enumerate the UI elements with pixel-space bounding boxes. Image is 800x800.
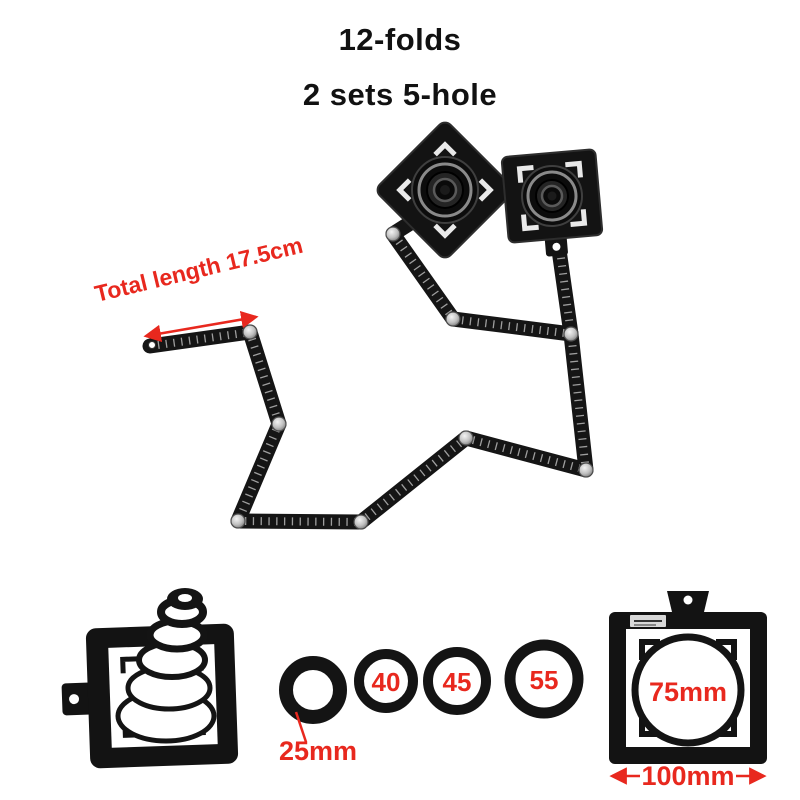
product-title-line1: 12-folds [338,22,462,57]
ruler-tick-marks [157,236,589,526]
folding-ruler [142,198,594,530]
ring-stack-plate [61,588,239,769]
corner-brackets [396,141,494,239]
plate-sticker [630,615,666,627]
ring-25-label: 25mm [279,736,357,766]
ring-55-label: 55 [530,665,559,695]
ring-40-label: 40 [372,667,401,697]
hole-template-plate-square [500,148,604,257]
ring-25-pointer [294,711,308,743]
ring-45-label: 45 [443,667,472,697]
product-title-line2: 2 sets 5-hole [302,77,498,112]
hole-template-plate-diamond [376,121,514,259]
total-length-label: Total length 17.5cm [92,232,305,307]
plate-width-dimension: 100mm [609,761,767,791]
total-length-annotation: Total length 17.5cm [92,232,305,343]
ruler-end-hole [148,341,156,349]
ring-55: 55 [504,639,584,719]
ring-25: 25mm [279,656,357,766]
plate-width-label: 100mm [641,761,734,791]
ring-40: 40 [354,649,418,713]
ring-75-label: 75mm [649,677,727,707]
product-title: 12-folds 2 sets 5-hole [0,24,800,110]
big-template-plate: 75mm [609,591,767,764]
ring-45: 45 [423,647,491,715]
corner-brackets [516,160,588,232]
stacked-rings [115,588,217,744]
total-length-arrow [143,310,259,343]
